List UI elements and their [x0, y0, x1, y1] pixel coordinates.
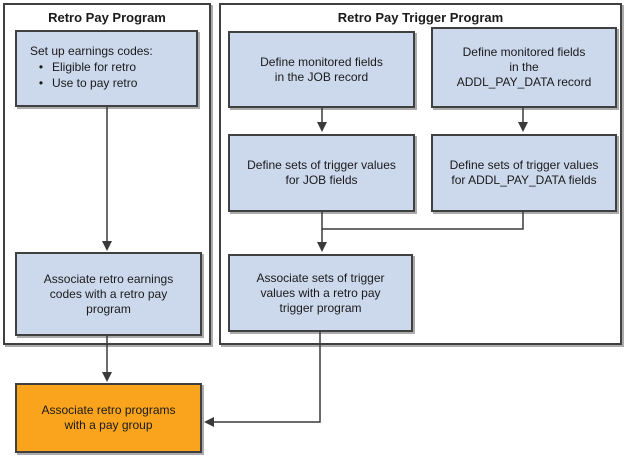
arrowhead-left-icon	[204, 417, 214, 427]
setup-earnings-codes-box: Set up earnings codes: • Eligible for re…	[15, 30, 198, 107]
bullet-icon: •	[38, 60, 44, 74]
bullet-eligible-for-retro: • Eligible for retro	[30, 60, 190, 75]
bullet-icon: •	[38, 76, 44, 90]
retro-pay-program-title: Retro Pay Program	[48, 10, 166, 25]
bullet-use-to-pay-retro: • Use to pay retro	[30, 76, 190, 91]
bullet-label: Eligible for retro	[52, 60, 137, 74]
setup-earnings-heading: Set up earnings codes:	[30, 44, 153, 58]
retro-pay-trigger-program-title: Retro Pay Trigger Program	[337, 10, 504, 25]
connector-trigger-to-pay-group	[214, 332, 321, 423]
arrowhead-down-icon	[102, 372, 112, 382]
bullet-label: Use to pay retro	[52, 76, 138, 90]
